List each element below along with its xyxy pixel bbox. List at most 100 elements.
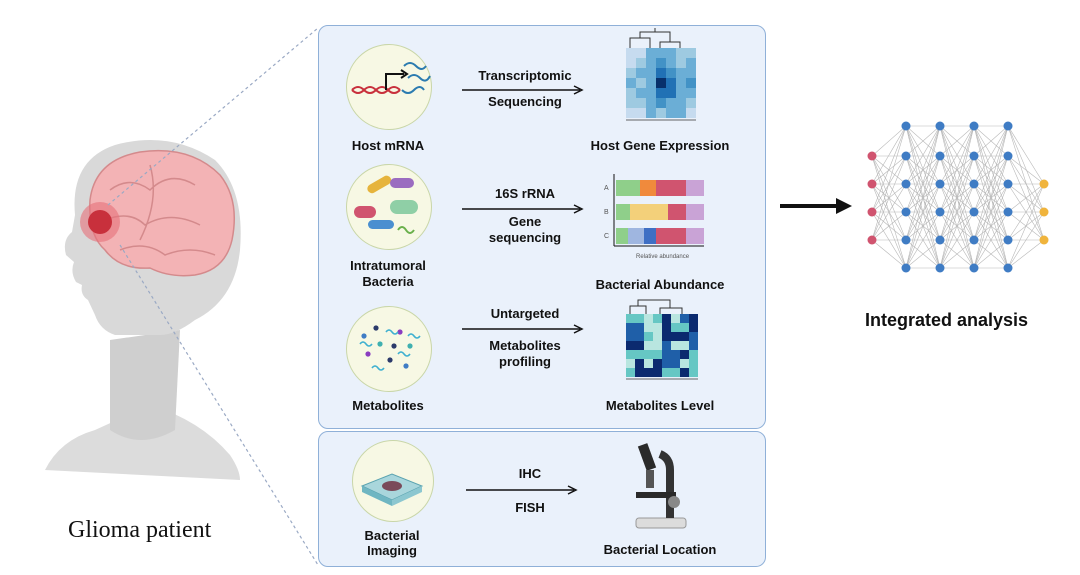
nn-edge: [871, 125, 907, 185]
heatmap2-cell: [689, 332, 698, 341]
nn-node: [935, 235, 945, 245]
nn-node: [1003, 179, 1013, 189]
nn-edge: [871, 183, 907, 241]
heatmap1-cell: [626, 108, 636, 118]
nn-edge: [973, 211, 1009, 269]
heatmap2-cell: [644, 368, 653, 377]
heatmap1-cell: [676, 48, 686, 58]
heatmap2-cell: [644, 314, 653, 323]
heatmap2-cell: [635, 341, 644, 350]
abundance-bar-segment: [668, 204, 686, 220]
heatmap2-dendrogram: [629, 299, 683, 314]
bacterial-abundance-label: Bacterial Abundance: [595, 277, 725, 292]
nn-node: [1003, 151, 1013, 161]
heatmap2-cell: [671, 341, 680, 350]
heatmap1-cell: [636, 108, 646, 118]
heatmap2-cell: [671, 332, 680, 341]
heatmap1-cell: [676, 68, 686, 78]
heatmap1-cell: [646, 88, 656, 98]
mrna-arrow-bottom: Sequencing: [488, 94, 562, 109]
nn-edge: [905, 125, 941, 185]
heatmap1-cell: [646, 108, 656, 118]
nn-node: [935, 121, 945, 131]
heatmap1-cell: [656, 48, 666, 58]
heatmap1-cell: [636, 78, 646, 88]
heatmap1-cell: [686, 108, 696, 118]
metabolite-dot: [377, 341, 383, 347]
imaging-label-1: Bacterial: [364, 528, 420, 543]
heatmap2-cell: [653, 314, 662, 323]
heatmap2-cell: [635, 323, 644, 332]
nn-node: [1039, 207, 1049, 217]
nn-edge: [939, 211, 975, 269]
nn-edge: [905, 183, 941, 269]
nn-edge: [1007, 239, 1045, 269]
heatmap2-cell: [644, 341, 653, 350]
nn-edge: [1007, 125, 1045, 185]
heatmap1-dendrogram: [629, 28, 681, 48]
nn-node: [867, 235, 877, 245]
nn-edge: [939, 125, 975, 269]
nn-edge: [1007, 183, 1045, 213]
heatmap2-cell: [644, 350, 653, 359]
metabolite-squiggle: [371, 365, 385, 371]
abundance-bar-segment: [656, 180, 686, 196]
heatmap2-cell: [671, 323, 680, 332]
nn-edge: [905, 155, 941, 269]
nn-node: [1003, 121, 1013, 131]
heatmap2-cell: [671, 359, 680, 368]
heatmap2-cell: [662, 368, 671, 377]
metabolite-dot: [373, 325, 379, 331]
heatmap2-cell: [626, 368, 635, 377]
heatmap2-cell: [689, 323, 698, 332]
nn-edge: [973, 125, 1009, 269]
imaging-arrow-top: IHC: [518, 466, 542, 481]
abundance-bar-segment: [686, 228, 704, 244]
heatmap1-cell: [666, 108, 676, 118]
heatmap2-cell: [689, 341, 698, 350]
host-gene-expression-label: Host Gene Expression: [590, 138, 730, 153]
heatmap2-cell: [653, 368, 662, 377]
nn-edge: [973, 155, 1009, 185]
mrna-icon: [351, 62, 431, 94]
heatmap2-cell: [626, 323, 635, 332]
nn-node: [1003, 235, 1013, 245]
heatmap2-cell: [644, 323, 653, 332]
nn-edge: [1007, 183, 1045, 269]
heatmap1-cell: [676, 58, 686, 68]
heatmap2-cell: [635, 368, 644, 377]
nn-edge: [905, 155, 941, 185]
nn-edge: [905, 125, 941, 157]
nn-edge: [1007, 125, 1045, 241]
metabolites-arrow-bottom: profiling: [499, 354, 551, 369]
nn-edge: [939, 125, 975, 213]
heatmap1-cell: [636, 58, 646, 68]
heatmap2-cell: [671, 368, 680, 377]
heatmap1-cell: [646, 48, 656, 58]
nn-edge: [905, 239, 941, 269]
nn-node: [969, 235, 979, 245]
bacteria-arrow: [462, 204, 584, 214]
heatmap2-cell: [626, 314, 635, 323]
nn-node: [901, 151, 911, 161]
nn-edge: [871, 125, 907, 213]
heatmap2-cell: [689, 359, 698, 368]
bacteria-arrow-top: 16S rRNA: [495, 186, 555, 201]
nn-edge: [973, 155, 1009, 269]
bar-label-b: B: [604, 209, 609, 216]
heatmap1-cell: [686, 68, 696, 78]
nn-node: [867, 151, 877, 161]
heatmap1-cell: [646, 68, 656, 78]
nn-edge: [939, 155, 975, 185]
heatmap2-cell: [626, 341, 635, 350]
nn-node: [1039, 179, 1049, 189]
nn-node: [969, 207, 979, 217]
heatmap2-cell: [653, 359, 662, 368]
neural-network-diagram: [867, 121, 1049, 273]
heatmap2-cell: [680, 368, 689, 377]
heatmap1-cell: [666, 68, 676, 78]
heatmap1-cell: [626, 58, 636, 68]
metabolites-arrow: [462, 324, 584, 334]
bar-label-c: C: [604, 233, 609, 240]
bacteria-arrow-bottom: sequencing: [488, 230, 562, 245]
